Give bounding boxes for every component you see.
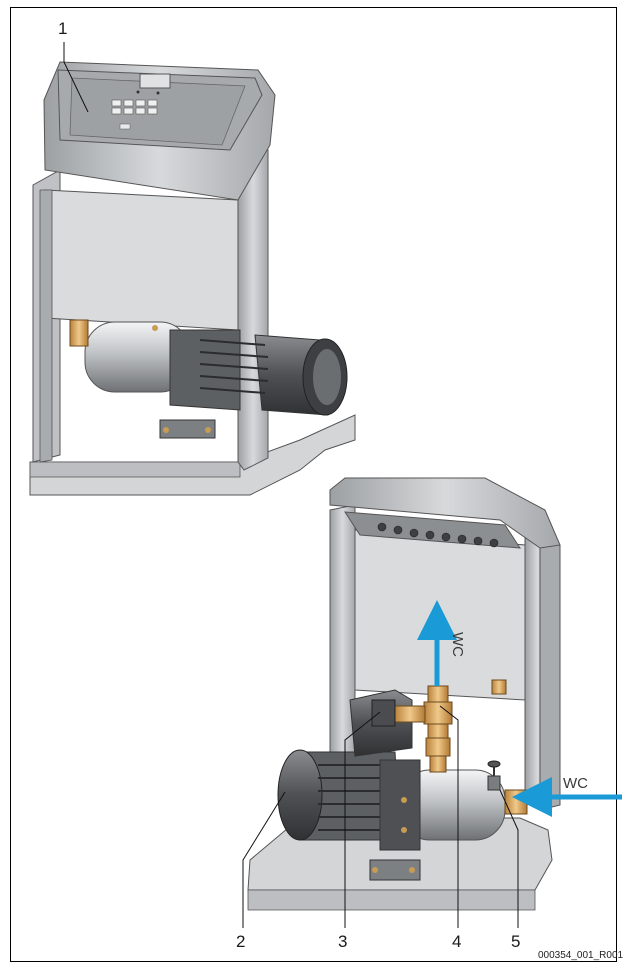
document-id: 000354_001_R001 [538, 950, 624, 961]
callout-2: 2 [236, 932, 245, 951]
cable-glands [377, 522, 499, 548]
control-keypad [111, 99, 158, 115]
flow-arrows [417, 600, 622, 817]
top-unit-closed [29, 61, 356, 496]
bottom-unit-open [247, 477, 561, 911]
control-housing [43, 61, 276, 201]
callout-5: 5 [511, 932, 520, 951]
callout-4: 4 [452, 932, 461, 951]
control-display [139, 73, 171, 89]
flow-label-side: WC [563, 775, 588, 792]
top-pump [69, 319, 269, 439]
top-motor [254, 334, 348, 416]
bottom-pump [369, 759, 506, 881]
callout-3: 3 [338, 932, 347, 951]
callout-leader-lines [63, 42, 519, 928]
callout-1: 1 [58, 19, 67, 38]
flow-label-up: WC [449, 632, 466, 657]
